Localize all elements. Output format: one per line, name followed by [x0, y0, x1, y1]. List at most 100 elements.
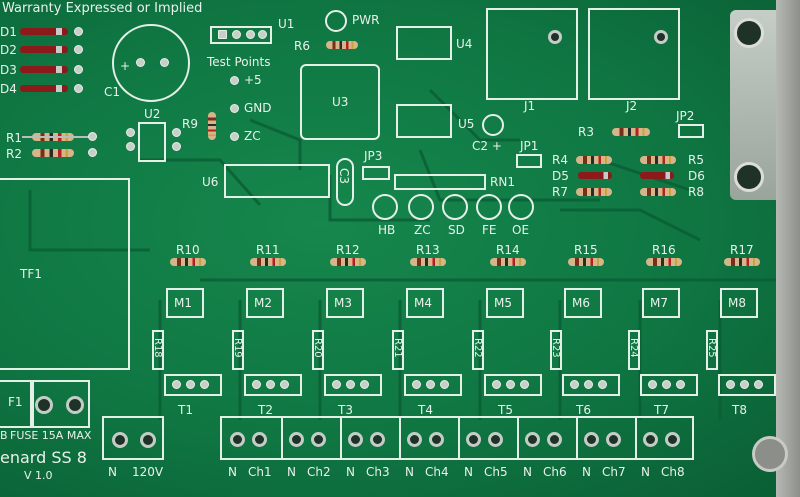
terminal-screw — [311, 432, 326, 447]
pad — [186, 380, 195, 389]
led-label-zc: ZC — [414, 223, 431, 237]
diode-d4 — [20, 85, 68, 92]
label-r1: R1 — [6, 131, 22, 145]
diode-d1 — [20, 28, 68, 35]
label-r6: R6 — [294, 39, 310, 53]
terminal-divider — [458, 416, 460, 460]
led-label-oe: OE — [512, 223, 530, 237]
triac-label: T4 — [418, 403, 433, 417]
channel-vertical-resistor-outline — [232, 330, 244, 370]
terminal-label: Ch1 — [248, 465, 272, 479]
pad — [676, 380, 685, 389]
pad — [230, 132, 239, 141]
channel-vertical-resistor-outline — [706, 330, 718, 370]
terminal-label: N — [641, 465, 650, 479]
label-c1: C1 — [104, 85, 121, 99]
jack-j1-outline — [486, 8, 578, 100]
pad — [88, 132, 97, 141]
label-u2: U2 — [144, 107, 161, 121]
channel-vertical-resistor-outline — [628, 330, 640, 370]
label-rn1: RN1 — [490, 175, 515, 189]
ic-u2-outline — [138, 122, 166, 162]
led-sd — [442, 194, 468, 220]
capacitor-c1-outline — [112, 24, 190, 102]
relay-outline — [720, 288, 758, 318]
fuse-holder-right — [32, 380, 90, 428]
pad — [74, 84, 83, 93]
diode-d2 — [20, 46, 68, 53]
triac-label: T5 — [498, 403, 513, 417]
terminal-divider — [399, 416, 401, 460]
label-d4: D4 — [0, 82, 17, 96]
terminal-screw — [289, 432, 304, 447]
terminal-screw — [525, 432, 540, 447]
terminal-screw — [140, 432, 156, 448]
terminal-screw — [429, 432, 444, 447]
pad — [126, 128, 135, 137]
pad — [74, 45, 83, 54]
pad — [740, 380, 749, 389]
label-jp2: JP2 — [676, 109, 695, 123]
resistor-network-rn1-outline — [394, 174, 486, 190]
channel-vertical-resistor-outline — [472, 330, 484, 370]
label-c3: C3 — [337, 168, 351, 185]
pad — [520, 380, 529, 389]
terminal-screw — [488, 432, 503, 447]
label-c2: C2 + — [472, 139, 502, 153]
relay-outline — [564, 288, 602, 318]
label-r2: R2 — [6, 147, 22, 161]
channel-resistor — [250, 258, 286, 266]
pad — [160, 58, 169, 67]
pad — [726, 380, 735, 389]
channel-resistor — [330, 258, 366, 266]
relay-outline — [166, 288, 204, 318]
label-d1: D1 — [0, 25, 17, 39]
header-u1-outline — [210, 26, 272, 44]
resistor-r3 — [612, 128, 650, 136]
pad — [218, 30, 227, 39]
terminal-power — [102, 416, 164, 460]
label-d6: D6 — [688, 169, 705, 183]
relay-label: M8 — [728, 296, 746, 310]
led-fe — [476, 194, 502, 220]
label-u5: U5 — [458, 117, 475, 131]
label-u1: U1 — [278, 17, 295, 31]
led-oe — [508, 194, 534, 220]
label-r9: R9 — [182, 117, 198, 131]
regulator-u3-outline — [300, 64, 380, 140]
channel-vertical-resistor-outline — [392, 330, 404, 370]
pad — [230, 76, 239, 85]
fuse-screw — [66, 396, 84, 414]
relay-label: M3 — [334, 296, 352, 310]
relay-outline — [486, 288, 524, 318]
ic-u5-outline — [396, 104, 452, 138]
label-r8: R8 — [688, 185, 704, 199]
terminal-screw — [230, 432, 245, 447]
triac-outline — [404, 374, 462, 396]
terminal-label: Ch2 — [307, 465, 331, 479]
terminal-label: N — [228, 465, 237, 479]
channel-resistor-label: R16 — [652, 243, 676, 257]
pad — [506, 380, 515, 389]
pad — [332, 380, 341, 389]
terminal-screw — [466, 432, 481, 447]
channel-vertical-resistor-label: R25 — [706, 338, 717, 358]
label-tf1: TF1 — [20, 267, 42, 281]
label-u4: U4 — [456, 37, 473, 51]
label-u6: U6 — [202, 175, 219, 189]
jumper-jp2-outline — [678, 124, 704, 138]
pad — [200, 380, 209, 389]
triac-outline — [164, 374, 222, 396]
pad — [252, 380, 261, 389]
diode-d5 — [578, 172, 612, 179]
terminal-label: Ch3 — [366, 465, 390, 479]
triac-outline — [484, 374, 542, 396]
db-connector-mount-hole — [734, 18, 764, 48]
version-text: V 1.0 — [24, 469, 53, 482]
terminal-label: N — [464, 465, 473, 479]
channel-resistor-label: R10 — [176, 243, 200, 257]
warranty-text: Warranty Expressed or Implied — [2, 1, 203, 16]
pad — [426, 380, 435, 389]
terminal-label: Ch5 — [484, 465, 508, 479]
